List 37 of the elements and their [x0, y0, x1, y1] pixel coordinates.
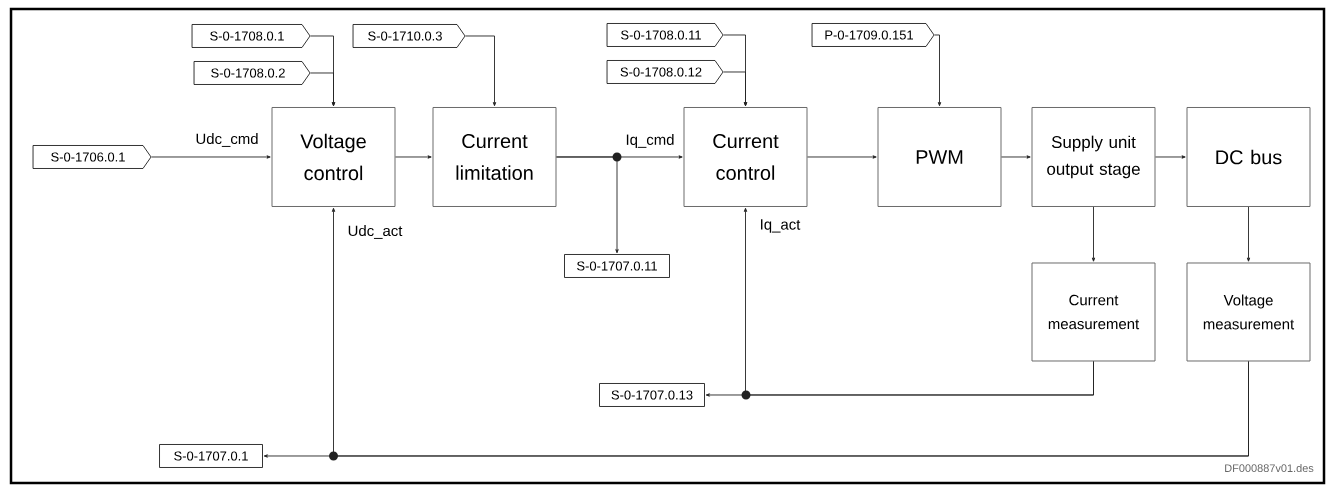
- arrow: [1001, 155, 1031, 159]
- signal-box: S-0-1707.0.11: [564, 254, 670, 278]
- arrow: [1246, 206, 1251, 262]
- block-box: Supply unit output stage: [1031, 107, 1156, 207]
- arrow: [151, 155, 271, 159]
- signal-tag: S-0-1708.0.11: [606, 23, 724, 47]
- arrow: [934, 34, 942, 107]
- signal-box: S-0-1707.0.1: [159, 444, 263, 468]
- edge-label: Iq_act: [758, 218, 802, 234]
- arrow: [395, 155, 432, 159]
- edge-label: Iq_cmd: [624, 133, 676, 149]
- signal-tag: S-0-1706.0.1: [32, 145, 152, 169]
- file-code: DF000887v01.des: [1225, 463, 1314, 472]
- edge-label: Udc_act: [346, 224, 404, 240]
- arrow: [331, 207, 1249, 457]
- arrow: [310, 72, 336, 107]
- arrow: [723, 71, 748, 107]
- block-box: Voltage control: [271, 107, 396, 207]
- block-box: Current limitation: [432, 107, 557, 207]
- arrow: [465, 35, 497, 107]
- arrow: [556, 156, 619, 254]
- block-box: PWM: [877, 107, 1002, 207]
- arrow: [1155, 155, 1186, 159]
- signal-box: S-0-1707.0.13: [599, 383, 705, 407]
- arrow: [807, 155, 877, 159]
- signal-tag: P-0-1709.0.151: [811, 23, 935, 47]
- block-box: Current measurement: [1031, 262, 1156, 362]
- edge-label: Udc_cmd: [194, 132, 260, 148]
- block-box: Voltage measurement: [1186, 262, 1311, 362]
- signal-tag: S-0-1708.0.1: [191, 24, 311, 48]
- signal-tag: S-0-1708.0.12: [606, 60, 724, 84]
- arrow: [743, 207, 1094, 396]
- signal-tag: S-0-1710.0.3: [352, 24, 466, 48]
- signal-tag: S-0-1708.0.2: [193, 61, 311, 85]
- arrow: [1091, 206, 1096, 262]
- block-box: Current control: [683, 107, 808, 207]
- block-box: DC bus: [1186, 107, 1311, 207]
